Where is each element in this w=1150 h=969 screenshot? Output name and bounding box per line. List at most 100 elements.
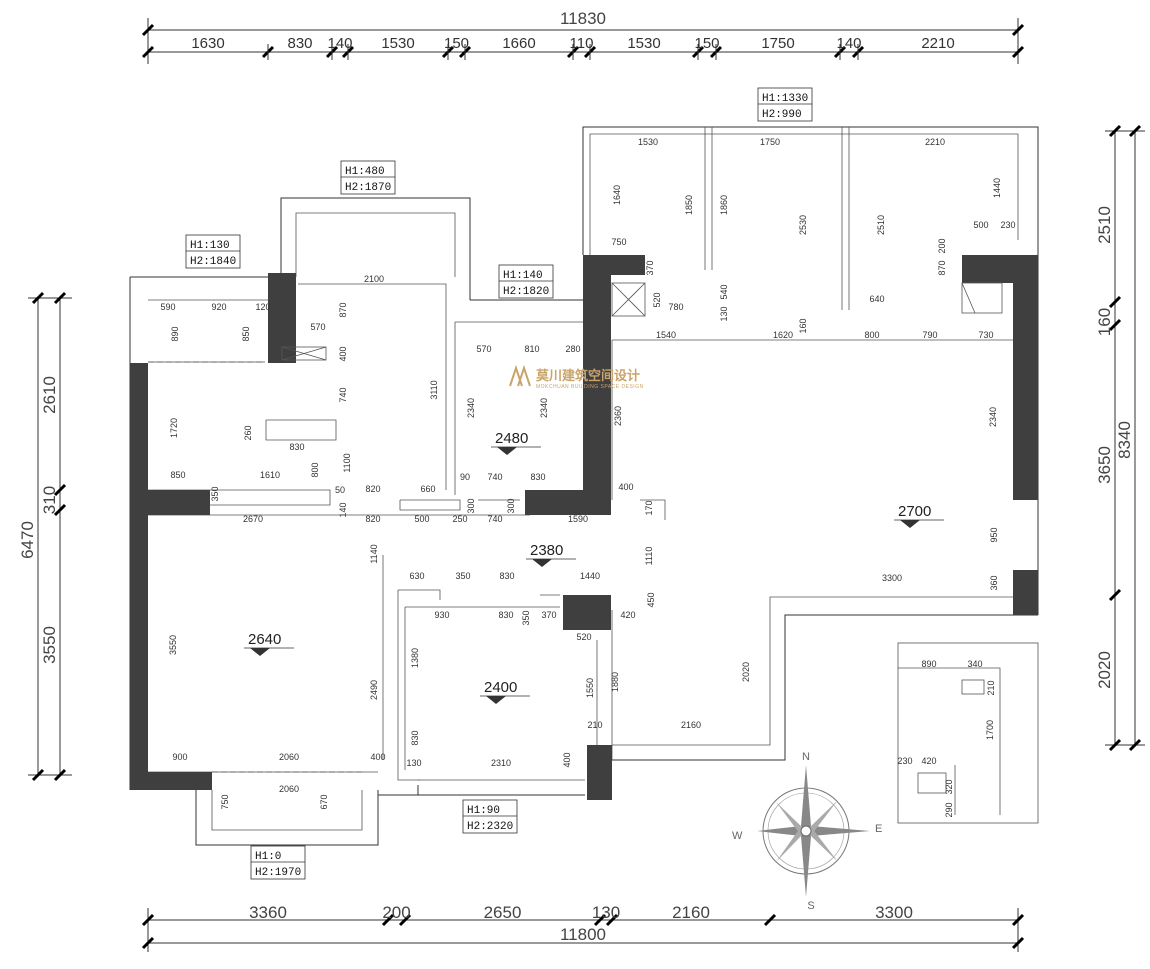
inner-dim: 420 [620,610,635,620]
top-dim-seg: 2210 [921,35,954,52]
inner-dim: 1850 [684,195,694,215]
compass-rose-icon: N S E W [732,751,882,912]
inner-dim: 830 [499,571,514,581]
logo-subtitle: MOKCHUAN BUILDING SPACE DESIGN [536,384,644,390]
inner-dim: 420 [921,756,936,766]
compass-s: S [807,900,814,912]
company-logo: 莫川建筑空间设计 MOKCHUAN BUILDING SPACE DESIGN [509,364,644,390]
bottom-dim-seg: 2160 [672,903,710,922]
inner-dim: 1550 [585,678,595,698]
inner-dim: 1860 [719,195,729,215]
inner-dim: 2100 [364,274,384,284]
inner-dim: 820 [365,514,380,524]
inner-dim: 400 [562,752,572,767]
inner-dim: 210 [587,720,602,730]
inner-dim: 830 [289,442,304,452]
inner-dim: 3110 [429,380,439,399]
inner-dim: 1530 [638,137,658,147]
top-dim-seg: 150 [694,35,719,52]
inner-dim: 640 [869,294,884,304]
inner-dim: 570 [310,322,325,332]
inner-dim: 350 [455,571,470,581]
inner-dim: 850 [241,326,251,341]
left-total-dim: 6470 [18,521,37,559]
solid-walls [130,255,1038,800]
inner-dim: 2360 [613,406,623,426]
inner-dim: 3550 [168,635,178,655]
inner-dim: 130 [406,758,421,768]
inner-dim: 660 [420,484,435,494]
separate-room [897,642,1039,824]
inner-dim: 2310 [491,758,511,768]
inner-dim: 890 [921,659,936,669]
inner-dim: 230 [897,756,912,766]
inner-dim: 320 [944,779,954,794]
inner-dim: 1880 [610,672,620,692]
inner-dim: 740 [487,514,502,524]
height-tag-h1: H1:1330 [762,93,808,105]
height-tag-h2: H2:1840 [190,256,236,268]
top-dim-seg: 830 [287,35,312,52]
top-dim-seg: 150 [444,35,469,52]
top-dim-seg: 1530 [381,35,414,52]
inner-dim: 520 [576,632,591,642]
bottom-total-dim: 11800 [560,925,606,944]
inner-dim: 750 [611,237,626,247]
inner-dim: 500 [414,514,429,524]
top-dim-seg: 140 [836,35,861,52]
inner-dim: 670 [319,794,329,809]
inner-dim: 230 [1000,220,1015,230]
inner-dim: 1440 [992,178,1002,198]
inner-dim: 160 [798,318,808,333]
level-mark: 2380 [530,542,563,559]
left-dimension-chain: 6470 2610 310 3550 [18,291,72,782]
inner-dim: 740 [487,472,502,482]
inner-dim: 820 [365,484,380,494]
inner-dim: 2340 [466,398,476,418]
inner-dim: 2060 [279,784,299,794]
top-dim-seg: 1750 [761,35,794,52]
inner-dim: 2510 [876,215,886,235]
right-dim-seg: 2020 [1095,651,1114,689]
inner-dim: 730 [978,330,993,340]
inner-dim: 2020 [741,662,751,682]
right-dim-seg: 2510 [1095,206,1114,244]
inner-dim: 850 [170,470,185,480]
inner-dim: 260 [243,425,253,440]
inner-dim: 520 [652,292,662,307]
inner-dim: 930 [434,610,449,620]
inner-dim: 1610 [260,470,280,480]
logo-title: 莫川建筑空间设计 [535,368,640,383]
inner-dim: 50 [335,485,345,495]
bottom-dim-seg: 130 [592,903,620,922]
height-tag-h1: H1:90 [467,805,500,817]
bottom-dim-seg: 3300 [875,903,913,922]
bottom-dim-seg: 3360 [249,903,287,922]
inner-dim: 370 [645,260,655,275]
inner-dim: 2490 [369,680,379,700]
inner-dim: 340 [967,659,982,669]
inner-dim: 300 [506,498,516,513]
inner-dim: 350 [521,610,531,625]
inner-dim: 360 [989,575,999,590]
left-dim-seg: 2610 [40,376,59,414]
inner-dim: 780 [668,302,683,312]
right-dim-seg: 160 [1095,308,1114,336]
inner-dim: 500 [973,220,988,230]
right-dimension-chain: 8340 2510 160 3650 2020 [1095,124,1145,752]
left-dim-seg: 3550 [40,626,59,664]
inner-dim: 810 [524,344,539,354]
height-tag-h2: H2:990 [762,109,802,121]
level-mark: 2400 [484,679,517,696]
inner-dim: 950 [989,527,999,542]
inner-dim: 2060 [279,752,299,762]
inner-dim: 830 [530,472,545,482]
inner-dim: 900 [172,752,187,762]
inner-dim: 870 [338,302,348,317]
inner-dim: 890 [170,326,180,341]
